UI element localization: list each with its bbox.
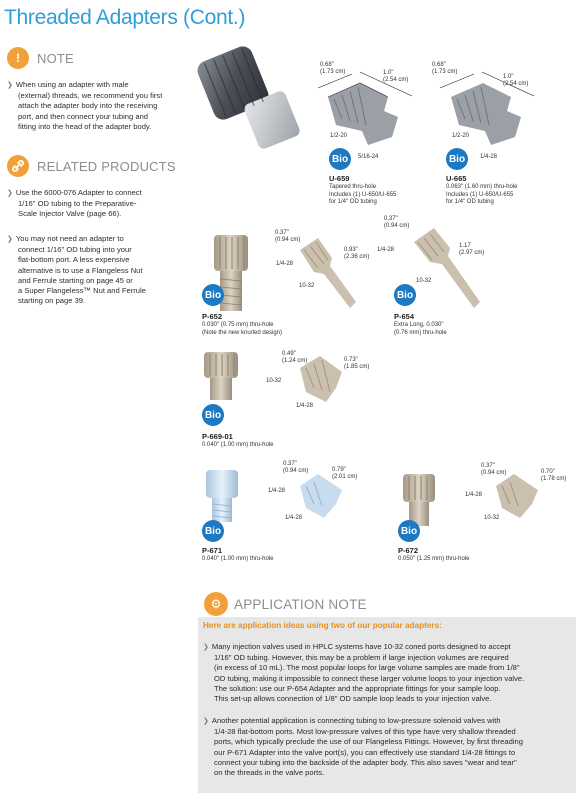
u659-number: U-659 <box>329 174 350 183</box>
p652-number: P-652 <box>202 312 223 321</box>
chevron-right-icon: ❯ <box>203 644 209 651</box>
related-item-2: ❯You may not need an adapter to connect … <box>7 234 146 306</box>
p669-dim-a: 0.49"(1.24 cm) <box>282 351 308 364</box>
p671-drawing <box>300 474 342 518</box>
gear-icon: ⚙ <box>204 592 228 616</box>
p652-dim-c: 1/4-28 <box>276 261 294 267</box>
p652-bio-badge: Bio <box>202 284 224 306</box>
p654-number: P-654 <box>394 312 415 321</box>
p654-drawing <box>414 228 480 308</box>
page-title: Threaded Adapters (Cont.) <box>4 6 246 29</box>
u665-dim-c: 1/2-20 <box>452 133 470 139</box>
u665-number: U-665 <box>446 174 467 183</box>
u659-dim-d: 5/16-24 <box>358 154 379 160</box>
note-text: ❯When using an adapter with male (extern… <box>7 80 163 131</box>
p669-desc: 0.040" (1.00 mm) thru-hole <box>202 442 274 448</box>
p654-dim-b: 1.17(2.97 cm) <box>459 243 485 256</box>
p654-dim-c: 1/4-28 <box>377 247 395 253</box>
link-icon <box>7 155 29 177</box>
p652-desc: 0.030" (0.75 mm) thru-hole(Note the new … <box>202 322 283 336</box>
p672-dim-b: 0.70"(1.78 cm) <box>541 469 567 482</box>
application-subheading: Here are application ideas using two of … <box>203 621 442 630</box>
p671-desc: 0.040" (1.00 mm) thru-hole <box>202 556 274 562</box>
p654-desc: Extra Long, 0.030"(0.76 mm) thru-hole <box>394 322 447 336</box>
chevron-right-icon: ❯ <box>7 236 13 243</box>
u659-dim-a: 0.68"(1.73 cm) <box>320 62 346 75</box>
p652-dim-b: 0.93"(2.36 cm) <box>344 247 370 260</box>
chevron-right-icon: ❯ <box>7 82 13 89</box>
chevron-right-icon: ❯ <box>203 718 209 725</box>
u665-dim-a: 0.68"(1.73 cm) <box>432 62 458 75</box>
application-paragraph-2: ❯Another potential application is connec… <box>203 716 523 778</box>
u659-bio-badge: Bio <box>329 148 351 170</box>
related-item-1: ❯Use the 6000-076 Adapter to connect 1/1… <box>7 188 142 219</box>
application-note-panel <box>198 617 576 793</box>
p672-bio-badge: Bio <box>398 520 420 542</box>
p669-dim-c: 10-32 <box>266 378 282 384</box>
p654-bio-badge: Bio <box>394 284 416 306</box>
p652-dim-d: 10-32 <box>299 283 315 289</box>
p652-drawing <box>300 238 356 308</box>
p669-dim-d: 1/4-28 <box>296 403 314 409</box>
p672-dim-d: 10-32 <box>484 515 500 521</box>
u665-bio-badge: Bio <box>446 148 468 170</box>
p652-dim-a: 0.37"(0.94 cm) <box>275 230 301 243</box>
u665-dimension-lines <box>439 71 535 97</box>
p669-bio-badge: Bio <box>202 404 224 426</box>
p669-number: P-669-01 <box>202 432 233 441</box>
u665-drawing <box>451 83 521 145</box>
u659-drawing <box>327 82 398 145</box>
chevron-right-icon: ❯ <box>7 190 13 197</box>
p654-dim-a: 0.37"(0.94 cm) <box>384 216 410 229</box>
u659-dim-c: 1/2-20 <box>330 133 348 139</box>
p672-dim-c: 1/4-28 <box>465 492 483 498</box>
related-heading: RELATED PRODUCTS <box>37 159 176 174</box>
p669-dim-b: 0.73"(1.85 cm) <box>344 357 370 370</box>
p672-desc: 0.050" (1.25 mm) thru-hole <box>398 556 470 562</box>
p654-dim-d: 10-32 <box>416 278 432 284</box>
p672-drawing <box>496 474 538 518</box>
p671-dim-b: 0.79"(2.01 cm) <box>332 467 358 480</box>
u659-dimension-lines <box>317 71 413 97</box>
exclamation-icon: ! <box>7 47 29 69</box>
note-heading: NOTE <box>37 51 74 66</box>
u659-photo <box>197 46 300 149</box>
u665-dim-d: 1/4-28 <box>480 154 498 160</box>
u659-dim-b: 1.0"(2.54 cm) <box>383 70 409 83</box>
application-heading: APPLICATION NOTE <box>234 597 367 612</box>
p671-dim-a: 0.37"(0.94 cm) <box>283 461 309 474</box>
p671-dim-d: 1/4-28 <box>285 515 303 521</box>
p652-photo <box>214 235 248 311</box>
p671-bio-badge: Bio <box>202 520 224 542</box>
p669-photo <box>204 352 238 400</box>
p672-dim-a: 0.37"(0.94 cm) <box>481 463 507 476</box>
p672-number: P-672 <box>398 546 419 555</box>
p671-photo <box>206 470 238 522</box>
p671-number: P-671 <box>202 546 223 555</box>
p669-drawing <box>300 356 342 402</box>
application-paragraph-1: ❯Many injection valves used in HPLC syst… <box>203 642 525 704</box>
p672-photo <box>403 474 435 526</box>
u665-dim-b: 1.0"(2.54 cm) <box>503 74 529 87</box>
p671-dim-c: 1/4-28 <box>268 488 286 494</box>
